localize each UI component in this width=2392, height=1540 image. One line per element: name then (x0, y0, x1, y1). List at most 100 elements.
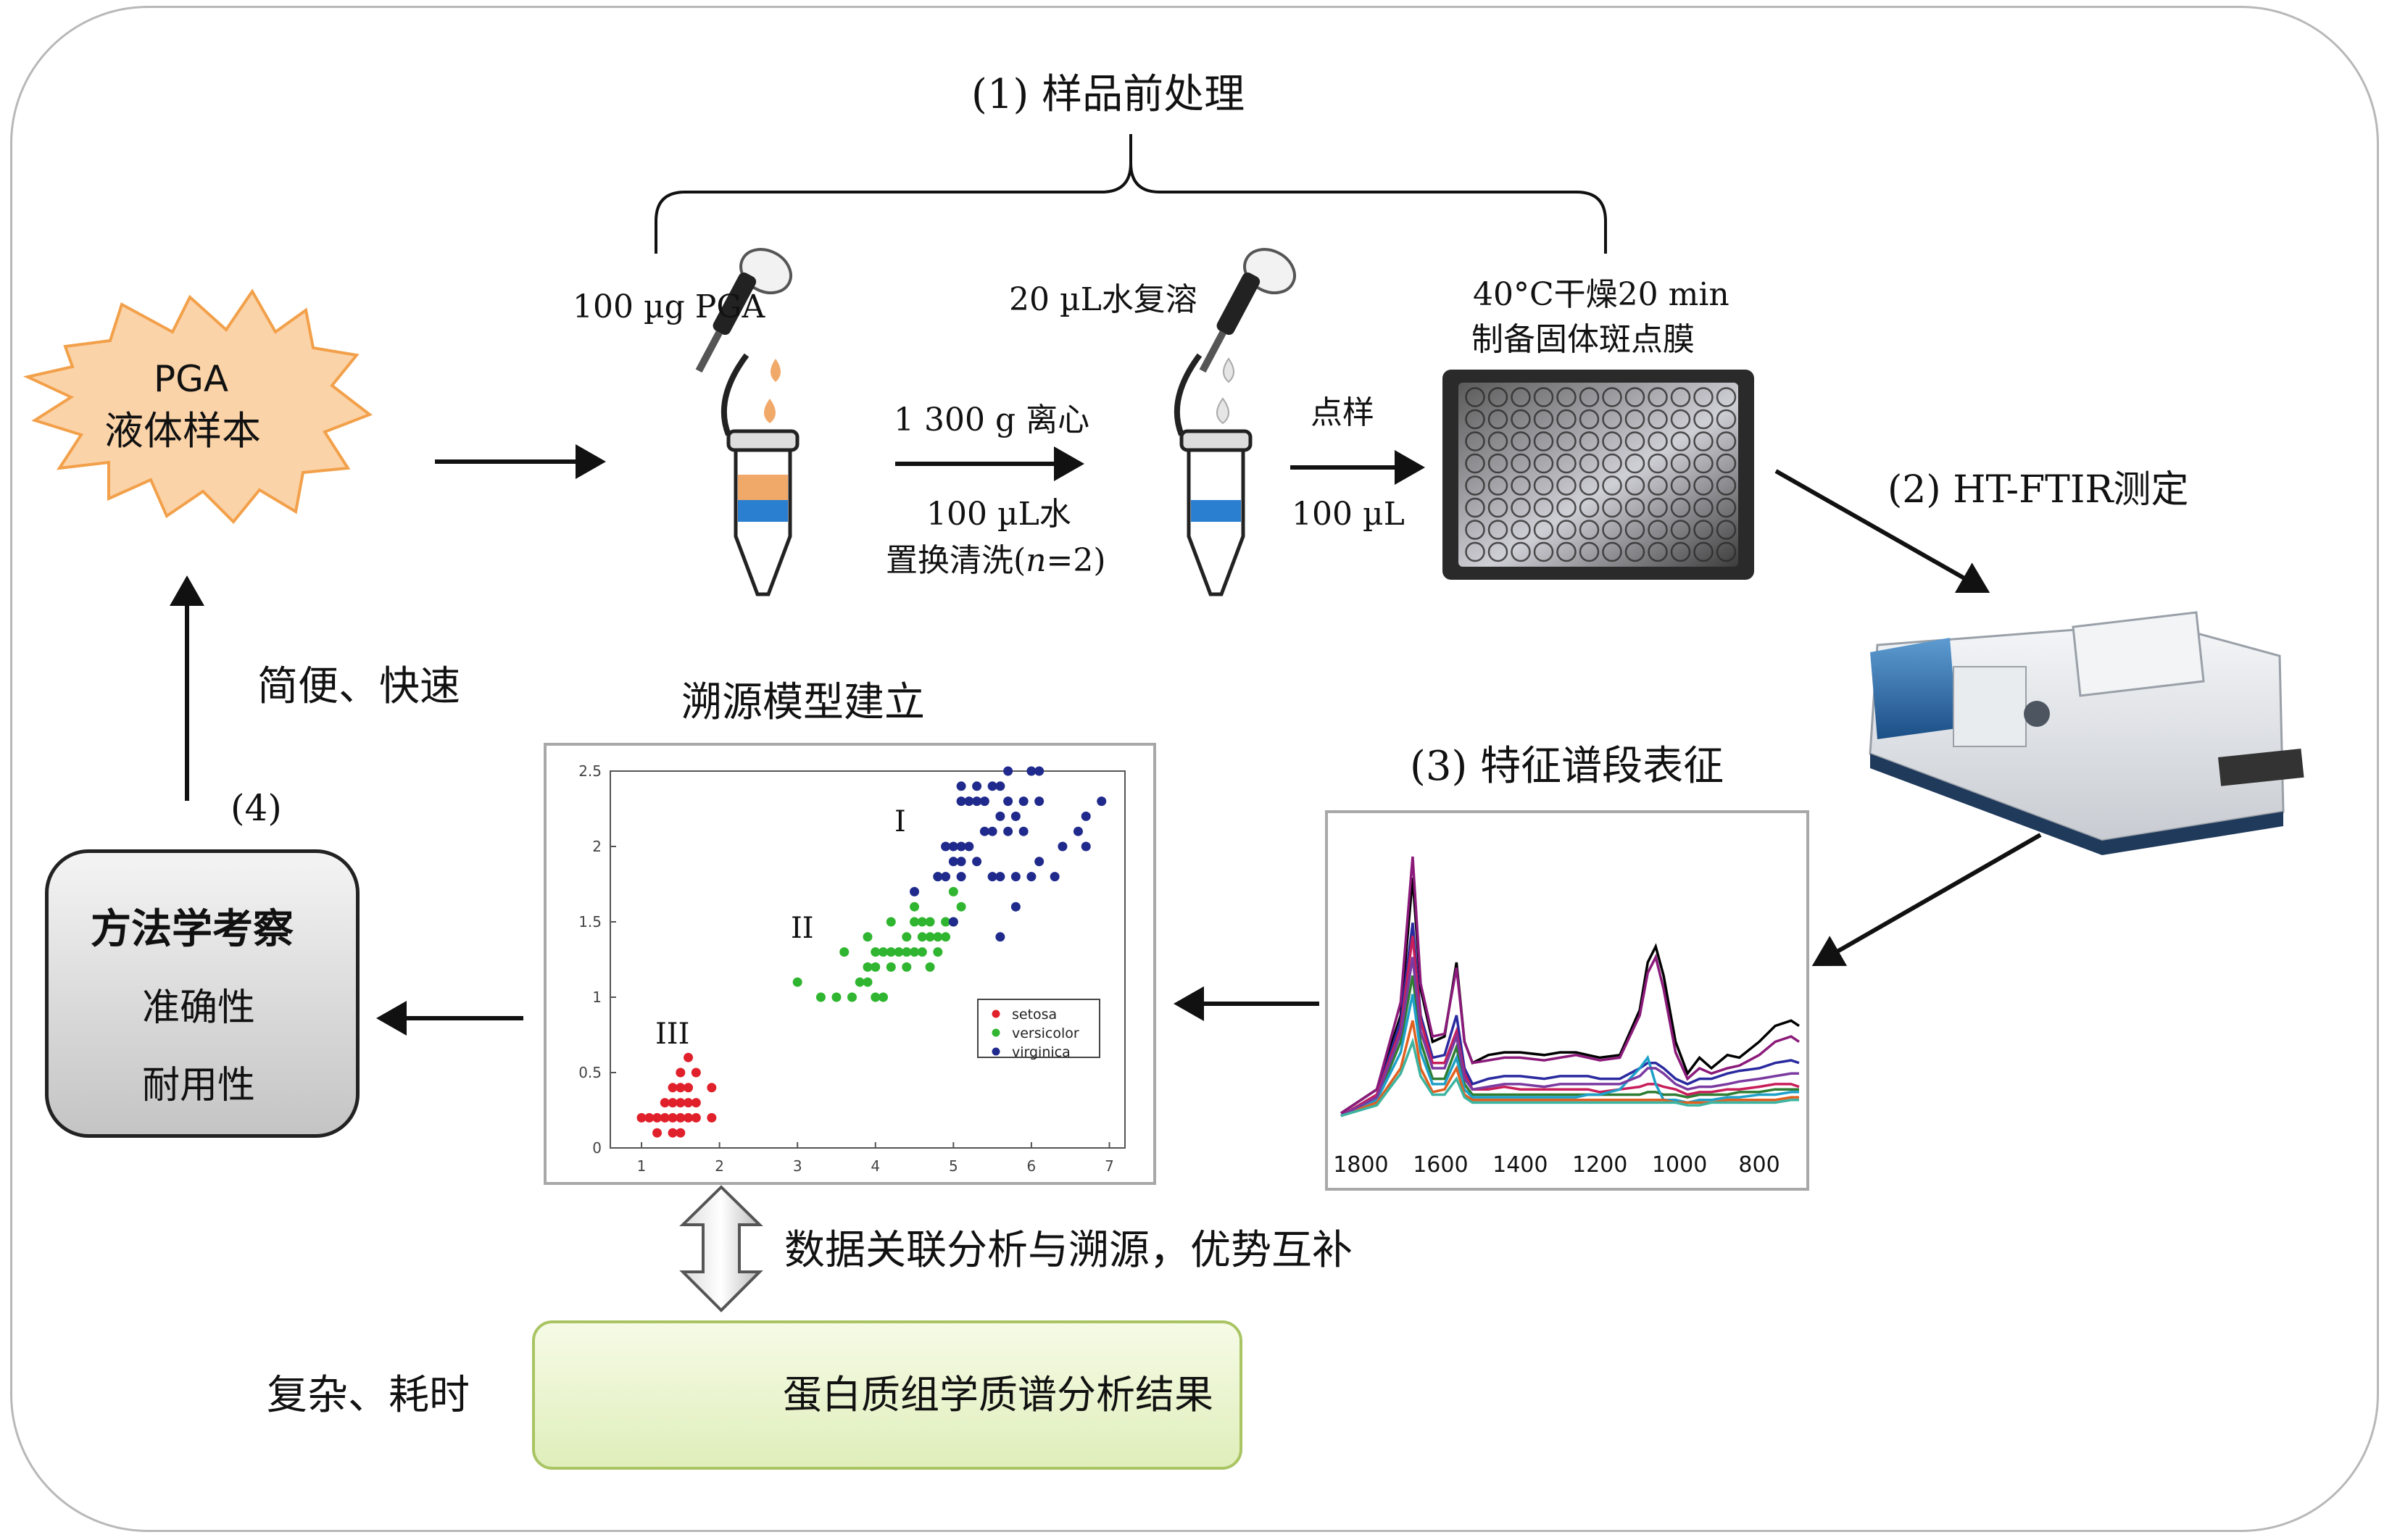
well-plate (1442, 370, 1754, 580)
spectrum-x-tick-label: 1800 (1333, 1152, 1388, 1178)
scatter-point-virginica (987, 781, 997, 791)
y-tick-label: 2.5 (578, 762, 602, 780)
plate-well (1624, 431, 1645, 451)
pipette-1 (695, 248, 792, 373)
plate-well (1556, 387, 1577, 407)
drop-1a (771, 359, 781, 382)
scatter-point-virginica (948, 917, 958, 927)
plate-well (1579, 475, 1600, 496)
spectrum-series-7 (1340, 1020, 1799, 1117)
arrow-plate-to-ftir (1774, 469, 1990, 594)
y-tick-label: 1.5 (578, 913, 602, 931)
scatter-point-setosa (652, 1128, 663, 1138)
plate-well (1511, 453, 1531, 474)
step1-brace (655, 134, 1607, 254)
plate-well (1556, 431, 1577, 451)
scatter-point-setosa (668, 1128, 678, 1138)
scatter-point-virginica (995, 781, 1005, 791)
step3-title: (3) 特征谱段表征 (1410, 743, 1724, 790)
scatter-point-virginica (964, 796, 974, 807)
scatter-point-virginica (956, 841, 966, 852)
x-tick-label: 3 (793, 1157, 802, 1175)
proteomics-box (532, 1320, 1242, 1470)
scatter-point-setosa (644, 1112, 655, 1123)
plate-well (1624, 453, 1645, 474)
plate-well (1487, 453, 1508, 474)
plate-well (1648, 431, 1668, 451)
plate-well (1556, 497, 1577, 518)
plate-well (1487, 497, 1508, 518)
complex-label: 复杂、耗时 (267, 1372, 470, 1419)
step2-title: (2) HT-FTIR测定 (1888, 468, 2189, 512)
scatter-point-versicolor (910, 902, 920, 912)
scatter-point-virginica (1010, 872, 1021, 882)
plate-well (1670, 475, 1691, 496)
legend-label-virginica: virginica (1012, 1044, 1071, 1060)
legend-marker-setosa (992, 1010, 1000, 1018)
x-tick-label: 1 (637, 1157, 647, 1175)
scatter-point-versicolor (855, 977, 865, 987)
scatter-point-virginica (1003, 826, 1013, 836)
scatter-point-versicolor (933, 932, 943, 942)
scatter-point-virginica (995, 811, 1005, 821)
dry-label-1: 40°C干燥20 min (1473, 276, 1729, 313)
plate-well (1487, 409, 1508, 430)
scatter-point-versicolor (956, 902, 966, 912)
plate-well (1602, 520, 1622, 540)
plate-well (1602, 497, 1622, 518)
scatter-point-setosa (676, 1098, 686, 1108)
scatter-point-versicolor (847, 992, 857, 1002)
plate-well (1511, 475, 1531, 496)
scatter-point-virginica (1018, 826, 1029, 836)
scatter-point-versicolor (879, 947, 889, 957)
plate-well (1511, 409, 1531, 430)
scatter-point-setosa (636, 1112, 647, 1123)
scatter-point-versicolor (941, 932, 951, 942)
scatter-point-versicolor (815, 992, 826, 1002)
x-tick-label: 6 (1027, 1157, 1037, 1175)
scatter-point-versicolor (925, 917, 935, 927)
scatter-point-virginica (972, 781, 982, 791)
scatter-point-setosa (668, 1112, 678, 1123)
legend-marker-versicolor (992, 1028, 1000, 1037)
scatter-point-virginica (1034, 796, 1045, 807)
plate-well (1648, 541, 1668, 562)
drop-2b (1216, 397, 1229, 425)
scatter-point-virginica (1058, 841, 1068, 852)
plate-well (1648, 387, 1668, 407)
scatter-point-virginica (972, 857, 982, 867)
plate-well (1533, 431, 1554, 451)
plate-well (1487, 387, 1508, 407)
plate-wells (1465, 387, 1737, 562)
scatter-point-versicolor (894, 947, 904, 957)
scatter-point-virginica (956, 796, 966, 807)
plate-well (1670, 497, 1691, 518)
spectrum-x-tick-label: 1600 (1413, 1152, 1468, 1178)
scatter-point-versicolor (839, 947, 850, 957)
spectrum-series-9 (1340, 1037, 1799, 1117)
plate-well (1465, 387, 1485, 407)
scatter-point-versicolor (902, 932, 912, 942)
y-tick-label: 1 (592, 988, 602, 1006)
plate-well (1465, 475, 1485, 496)
cluster-label-3: III (655, 1017, 690, 1051)
plate-well (1511, 387, 1531, 407)
scatter-point-versicolor (831, 992, 842, 1002)
scatter-point-virginica (995, 932, 1005, 942)
plate-well (1716, 431, 1737, 451)
plate-well (1648, 453, 1668, 474)
plate-well (1670, 387, 1691, 407)
robustness-label: 耐用性 (142, 1064, 256, 1107)
scatter-point-setosa (691, 1067, 701, 1078)
scatter-point-versicolor (917, 932, 927, 942)
y-tick-label: 0.5 (578, 1064, 602, 1081)
spectrum-series-6 (1340, 994, 1799, 1117)
plate-well (1487, 475, 1508, 496)
double-arrow (679, 1185, 763, 1312)
step1-title: (1) 样品前处理 (971, 71, 1245, 118)
scatter-point-virginica (941, 841, 951, 852)
spectrum-series-5 (1340, 975, 1799, 1117)
